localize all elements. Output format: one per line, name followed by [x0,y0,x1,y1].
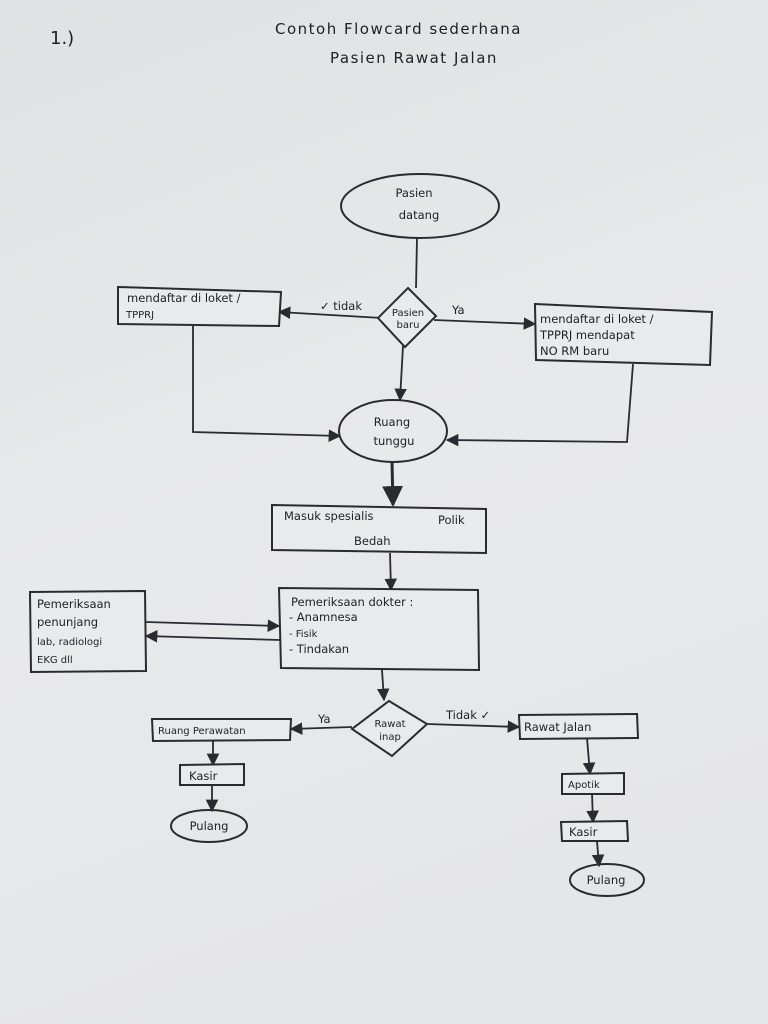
node-ward: Ruang Perawatan [150,718,293,743]
svg-text:Kasir: Kasir [189,769,218,783]
svg-text:Pasien: Pasien [395,186,432,200]
edge-decision-to-outpatient [426,720,521,733]
page-title-line1: Contoh Flowcard sederhana [275,20,522,38]
node-register-old: mendaftar di loket / TPPRJ [117,285,283,328]
svg-text:Rawat: Rawat [374,719,405,730]
node-decision-pasien-baru: Pasien baru [376,286,438,349]
svg-text:Rawat Jalan: Rawat Jalan [524,720,591,734]
edge-label-tidak-new: ✓ tidak [320,299,362,313]
edge-label-tidak-inpatient: Tidak ✓ [445,708,490,722]
svg-text:Pulang: Pulang [587,873,626,887]
node-outpatient: Rawat Jalan [517,712,640,741]
edge-register-new-to-waiting [445,363,634,447]
edge-decision-to-register-old [277,306,383,319]
svg-text:- Anamnesa: - Anamnesa [289,610,358,624]
node-cashier-right: Kasir [559,819,630,842]
svg-text:Polik: Polik [438,513,465,527]
node-specialist: Masuk spesialis Bedah Polik [271,503,487,555]
svg-text:mendaftar di loket /: mendaftar di loket / [127,291,241,305]
edge-cashier-to-home-right [591,840,605,868]
node-home-left: Pulang [170,809,248,843]
node-register-new: mendaftar di loket / TPPRJ mendapat NO R… [533,302,714,367]
svg-text:Apotik: Apotik [568,780,600,791]
svg-text:mendaftar di loket /: mendaftar di loket / [540,312,654,326]
edge-start-to-decision [415,237,418,289]
page-title-line2: Pasien Rawat Jalan [330,49,498,67]
svg-text:- Fisik: - Fisik [289,629,318,640]
svg-text:lab, radiologi: lab, radiologi [37,637,102,648]
node-support-exam: Pemeriksaan penunjang lab, radiologi EKG… [28,589,148,674]
svg-text:- Tindakan: - Tindakan [289,642,349,656]
edge-doctor-to-support [144,630,281,643]
flow-edges [144,237,634,868]
edge-decision-to-register-new [433,317,537,330]
svg-text:Pulang: Pulang [190,819,229,833]
edge-pharmacy-to-cashier [586,792,599,824]
page-number: 1.) [50,28,74,49]
svg-text:Pemeriksaan: Pemeriksaan [37,597,111,611]
svg-text:NO RM baru: NO RM baru [540,344,609,358]
svg-text:inap: inap [379,732,401,743]
node-pharmacy: Apotik [561,771,625,795]
svg-text:Ruang Perawatan: Ruang Perawatan [158,726,246,737]
node-cashier-left: Kasir [179,762,245,786]
svg-text:TPPRJ: TPPRJ [125,310,154,321]
node-home-right: Pulang [569,863,645,897]
edge-waiting-to-specialist [382,461,404,508]
edge-support-to-doctor [145,619,281,632]
svg-text:Masuk spesialis: Masuk spesialis [284,509,374,523]
edge-specialist-to-doctor [384,552,397,592]
svg-text:penunjang: penunjang [37,615,98,629]
svg-text:Kasir: Kasir [569,825,598,839]
edge-decision-to-waiting [394,345,407,402]
edge-decision-to-ward [289,722,353,735]
edge-label-ya-new: Ya [451,303,465,317]
svg-text:EKG dll: EKG dll [37,655,73,666]
node-decision-rawat-inap: Rawat inap [350,699,429,758]
node-waiting-room: Ruang tunggu [338,399,448,463]
svg-text:datang: datang [399,208,440,222]
node-start: Pasien datang [340,173,500,239]
edge-outpatient-to-pharmacy [582,737,596,776]
svg-text:Ruang: Ruang [374,415,410,429]
edge-register-old-to-waiting [192,326,342,442]
svg-text:TPPRJ mendapat: TPPRJ mendapat [539,328,635,342]
svg-text:Pemeriksaan dokter :: Pemeriksaan dokter : [291,595,413,609]
svg-text:baru: baru [397,320,420,331]
edge-label-ya-inpatient: Ya [317,712,331,726]
svg-text:Pasien: Pasien [392,308,424,319]
svg-text:Bedah: Bedah [354,534,391,548]
node-doctor-exam: Pemeriksaan dokter : - Anamnesa - Fisik … [277,586,481,672]
edge-doctor-to-decision-inpatient [376,669,390,702]
svg-text:tunggu: tunggu [374,434,415,448]
